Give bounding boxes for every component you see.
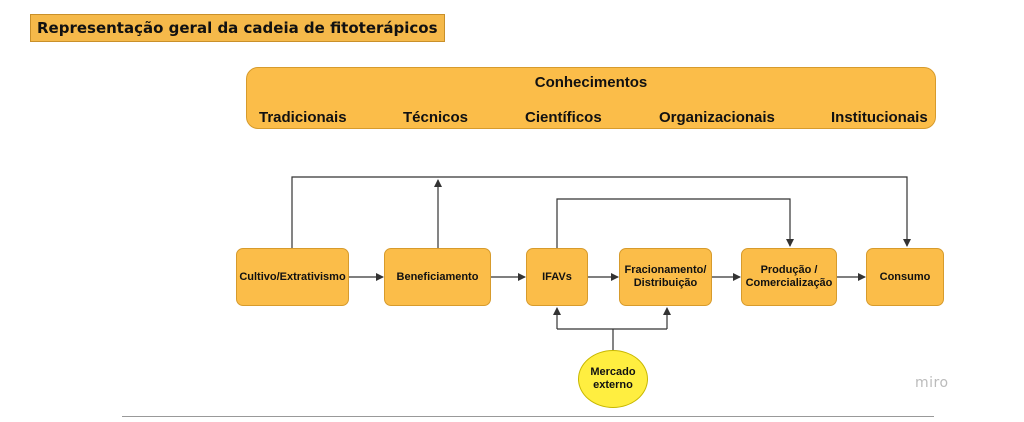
knowledge-item-cientificos: Científicos (525, 109, 602, 126)
page-title: Representação geral da cadeia de fitoter… (30, 14, 445, 42)
knowledge-item-tradicionais: Tradicionais (259, 109, 347, 126)
knowledge-item-institucionais: Institucionais (831, 109, 928, 126)
node-consumo: Consumo (866, 248, 944, 306)
node-consumo-label: Consumo (879, 270, 931, 283)
connector-top-loop (291, 176, 911, 248)
node-cultivo-label: Cultivo/Extrativismo (239, 270, 346, 283)
node-beneficiamento: Beneficiamento (384, 248, 491, 306)
knowledge-item-organizacionais: Organizacionais (659, 109, 775, 126)
node-fracionamento: Fracionamento/ Distribuição (619, 248, 712, 306)
node-mercado-label: Mercado externo (590, 366, 636, 391)
miro-watermark: miro (915, 375, 949, 391)
connector-ifavs-producao (556, 198, 794, 248)
node-cultivo: Cultivo/Extrativismo (236, 248, 349, 306)
knowledge-box: Conhecimentos Tradicionais Técnicos Cien… (246, 67, 936, 129)
node-mercado-externo: Mercado externo (578, 350, 648, 408)
connector-mercado-trunk (557, 328, 667, 350)
node-fracionamento-label: Fracionamento/ Distribuição (624, 264, 707, 289)
node-beneficiamento-label: Beneficiamento (396, 270, 479, 283)
node-producao-label: Produção / Comercialização (745, 264, 833, 289)
node-ifavs-label: IFAVs (542, 270, 572, 283)
bottom-divider (122, 416, 934, 417)
knowledge-heading: Conhecimentos (534, 74, 648, 91)
knowledge-item-tecnicos: Técnicos (403, 109, 469, 126)
node-ifavs: IFAVs (526, 248, 588, 306)
node-producao: Produção / Comercialização (741, 248, 837, 306)
